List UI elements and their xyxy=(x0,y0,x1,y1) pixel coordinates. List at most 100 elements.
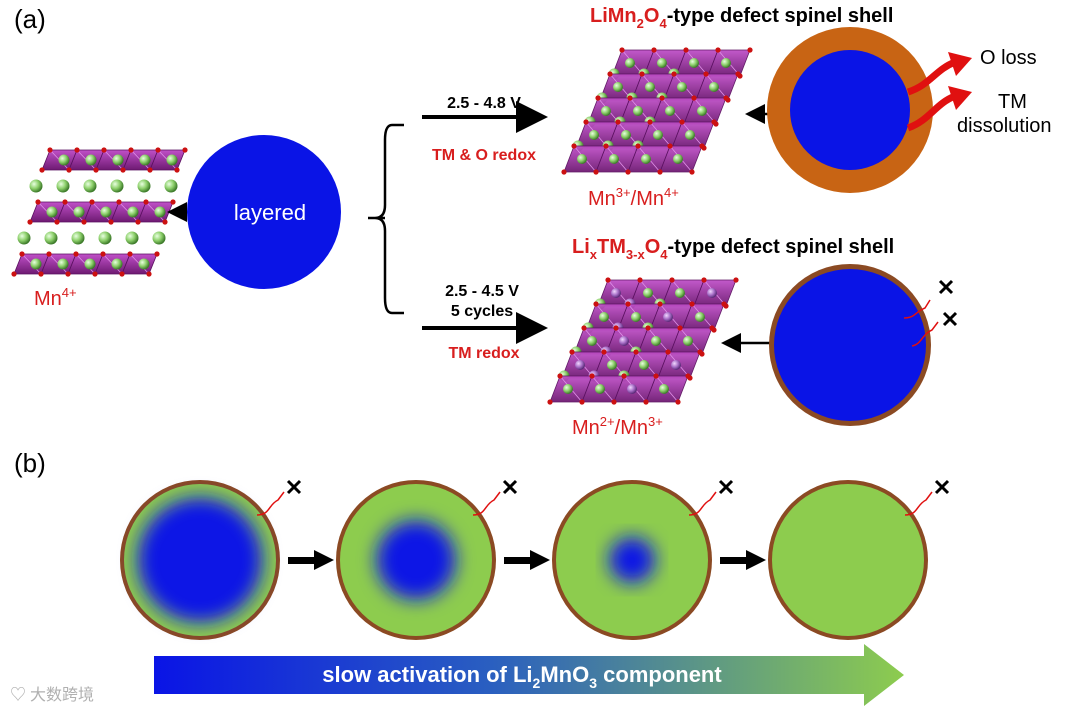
oxygen-atom xyxy=(671,71,677,77)
li-ion xyxy=(84,258,96,270)
oxygen-atom xyxy=(589,373,595,379)
oxygen-atom xyxy=(643,399,649,405)
li-ion xyxy=(671,360,681,370)
lower-process: TM redox xyxy=(448,345,519,362)
oxygen-atom xyxy=(147,167,153,173)
oxygen-atom xyxy=(38,271,44,277)
oxygen-atom xyxy=(593,169,599,175)
oxygen-atom xyxy=(46,251,52,257)
oxygen-atom xyxy=(583,119,589,125)
li-ion xyxy=(58,154,70,166)
stage-escape-line xyxy=(256,491,285,516)
stage-blue-core xyxy=(376,520,456,600)
li-ion xyxy=(709,82,719,92)
oxygen-atom xyxy=(74,147,80,153)
branch-bracket xyxy=(368,123,393,315)
stage-blocked-icon xyxy=(286,479,302,495)
li-ion xyxy=(98,231,112,245)
oxygen-atom xyxy=(73,251,79,257)
oxygen-atom xyxy=(677,325,683,331)
oxygen-atom xyxy=(625,169,631,175)
li-ion xyxy=(639,360,649,370)
oxygen-atom xyxy=(611,399,617,405)
blocked-icon-2 xyxy=(942,311,958,327)
li-ion xyxy=(164,179,178,193)
stage-arrow-1 xyxy=(288,550,334,570)
oxygen-atom xyxy=(621,373,627,379)
upper-process: TM & O redox xyxy=(432,147,536,164)
lower-escape-line-1 xyxy=(903,299,931,319)
li-ion xyxy=(721,58,731,68)
li-ion xyxy=(673,154,683,164)
li-ion xyxy=(627,384,637,394)
li-ion xyxy=(57,258,69,270)
li-ion xyxy=(663,312,673,322)
oxygen-atom xyxy=(699,143,705,149)
oxygen-atom xyxy=(659,95,665,101)
li-ion xyxy=(653,130,663,140)
oxygen-atom xyxy=(54,219,60,225)
oxygen-atom xyxy=(557,373,563,379)
li-ion xyxy=(633,106,643,116)
oxygen-atom xyxy=(35,199,41,205)
oxygen-atom xyxy=(27,219,33,225)
li-ion xyxy=(563,384,573,394)
oxygen-atom xyxy=(709,325,715,331)
li-ion xyxy=(138,258,150,270)
oxygen-atom xyxy=(701,277,707,283)
oxygen-atom xyxy=(689,301,695,307)
li-ion xyxy=(677,82,687,92)
li-ion xyxy=(683,336,693,346)
oxygen-atom xyxy=(715,47,721,53)
oxygen-atom xyxy=(703,71,709,77)
stage-escape-line xyxy=(688,491,717,516)
oxygen-atom xyxy=(170,199,176,205)
stage-blocked-icon xyxy=(502,479,518,495)
li-ion xyxy=(689,58,699,68)
li-ion xyxy=(56,179,70,193)
oxygen-atom xyxy=(721,301,727,307)
oxygen-atom xyxy=(101,147,107,153)
oxygen-atom xyxy=(547,399,553,405)
oxygen-atom xyxy=(697,349,703,355)
oxygen-atom xyxy=(65,271,71,277)
oxygen-atom xyxy=(146,271,152,277)
li-ion xyxy=(166,154,178,166)
oxygen-atom xyxy=(653,373,659,379)
li-ion xyxy=(613,82,623,92)
oxygen-atom xyxy=(615,119,621,125)
li-ion xyxy=(659,384,669,394)
oxygen-atom xyxy=(651,47,657,53)
lower-spinel-crystal xyxy=(547,277,739,405)
oxygen-atom xyxy=(711,119,717,125)
oxygen-atom xyxy=(120,167,126,173)
oxygen-atom xyxy=(645,325,651,331)
stage-blue-core xyxy=(609,537,655,583)
o-loss-arrow-head xyxy=(948,52,972,76)
li-ion xyxy=(625,58,635,68)
li-ion xyxy=(631,312,641,322)
li-ion xyxy=(152,231,166,245)
li-ion xyxy=(595,384,605,394)
layered-label: layered xyxy=(234,200,306,225)
oxygen-atom xyxy=(613,325,619,331)
stage-blue-core xyxy=(137,497,263,623)
li-ion xyxy=(601,106,611,116)
li-ion xyxy=(85,154,97,166)
li-ion xyxy=(29,179,43,193)
li-ion xyxy=(110,179,124,193)
oxygen-atom xyxy=(100,251,106,257)
oxygen-atom xyxy=(679,119,685,125)
lower-particle-core xyxy=(774,269,926,421)
li-ion xyxy=(589,130,599,140)
layered-particle xyxy=(187,135,341,289)
upper-particle-core xyxy=(790,50,910,170)
panel-b-label: (b) xyxy=(14,448,46,478)
stage-escape-line xyxy=(472,491,501,516)
oxygen-atom xyxy=(683,47,689,53)
lower-oxidation-label: Mn2+/Mn3+ xyxy=(572,414,663,439)
stage-escape-line xyxy=(904,491,933,516)
tm-dissolution-arrow-shaft xyxy=(906,92,957,132)
oxygen-atom xyxy=(116,199,122,205)
